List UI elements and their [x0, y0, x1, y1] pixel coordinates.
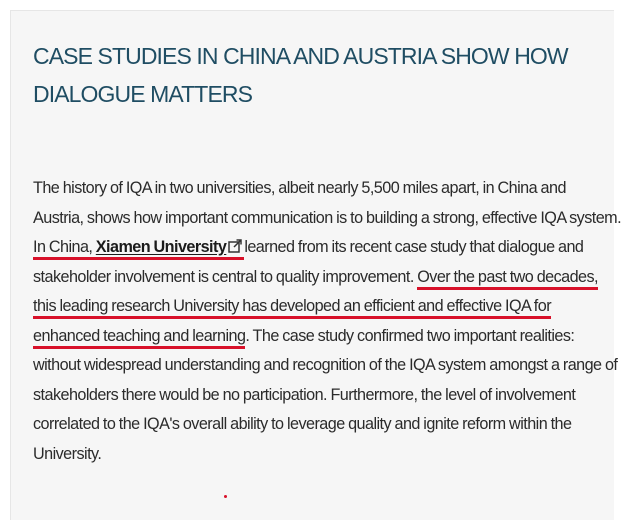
- article-line-6: enhanced teaching and learning. The case…: [33, 322, 621, 352]
- line-6-rest: . The case study confirmed two important…: [245, 326, 575, 345]
- highlight-in-china: In China, Xiamen University: [33, 238, 245, 260]
- content-card: CASE STUDIES IN CHINA AND AUSTRIA SHOW H…: [10, 10, 621, 520]
- section-heading: CASE STUDIES IN CHINA AND AUSTRIA SHOW H…: [33, 43, 569, 107]
- external-link-icon[interactable]: [228, 239, 243, 253]
- highlight-past-two-decades: Over the past two decades,: [417, 267, 599, 290]
- article-line-2: Austria, shows how important communicati…: [33, 208, 621, 227]
- highlight-leading-research: this leading research University has dev…: [33, 297, 552, 319]
- line-4-text: stakeholder involvement is central to qu…: [33, 267, 414, 286]
- in-china-text: In China,: [33, 238, 93, 256]
- article-line-8: stakeholders there would be no participa…: [33, 385, 576, 404]
- xiamen-university-link[interactable]: Xiamen University: [95, 238, 227, 256]
- highlight-enhanced-teaching: enhanced teaching and learning: [33, 326, 246, 349]
- article-line-10: University.: [33, 444, 102, 463]
- article-line-7: without widespread understanding and rec…: [33, 356, 618, 374]
- line-3-rest: learned from its recent case study that …: [244, 238, 584, 256]
- article-line-9: correlated to the IQA's overall ability …: [33, 415, 572, 433]
- article-line-4: stakeholder involvement is central to qu…: [33, 263, 621, 293]
- article-line-5: this leading research University has dev…: [33, 292, 621, 322]
- article-body: The history of IQA in two universities, …: [33, 174, 621, 469]
- article-line-1: The history of IQA in two universities, …: [33, 179, 566, 197]
- annotation-dot: [224, 495, 227, 498]
